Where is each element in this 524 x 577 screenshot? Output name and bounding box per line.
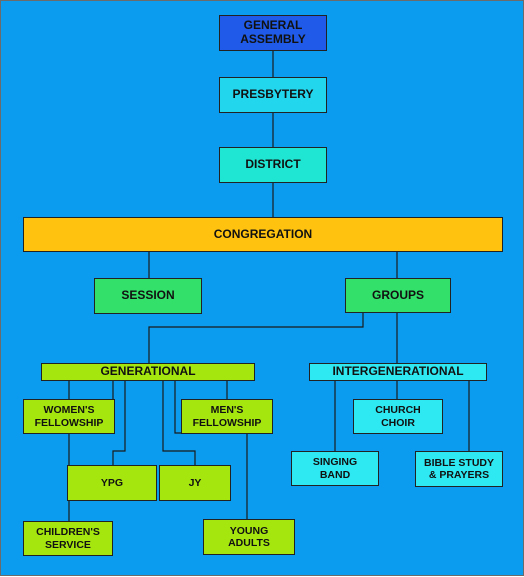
- node-generational: GENERATIONAL: [41, 363, 255, 381]
- node-session: SESSION: [94, 278, 202, 314]
- node-childrens-service: CHILDREN'S SERVICE: [23, 521, 113, 556]
- node-bible-study-prayers: BIBLE STUDY & PRAYERS: [415, 451, 503, 487]
- node-congregation: CONGREGATION: [23, 217, 503, 252]
- link-generational-ypg: [112, 381, 126, 465]
- node-district: DISTRICT: [219, 147, 327, 183]
- node-womens-fellowship: WOMEN'S FELLOWSHIP: [23, 399, 115, 434]
- node-young-adults: YOUNG ADULTS: [203, 519, 295, 555]
- node-intergenerational: INTERGENERATIONAL: [309, 363, 487, 381]
- node-general-assembly: GENERAL ASSEMBLY: [219, 15, 327, 51]
- node-groups: GROUPS: [345, 278, 451, 313]
- link-groups-generational: [148, 313, 364, 363]
- node-singing-band: SINGING BAND: [291, 451, 379, 486]
- link-generational-jy: [162, 381, 196, 465]
- node-presbytery: PRESBYTERY: [219, 77, 327, 113]
- node-church-choir: CHURCH CHOIR: [353, 399, 443, 434]
- node-ypg: YPG: [67, 465, 157, 501]
- node-mens-fellowship: MEN'S FELLOWSHIP: [181, 399, 273, 434]
- node-jy: JY: [159, 465, 231, 501]
